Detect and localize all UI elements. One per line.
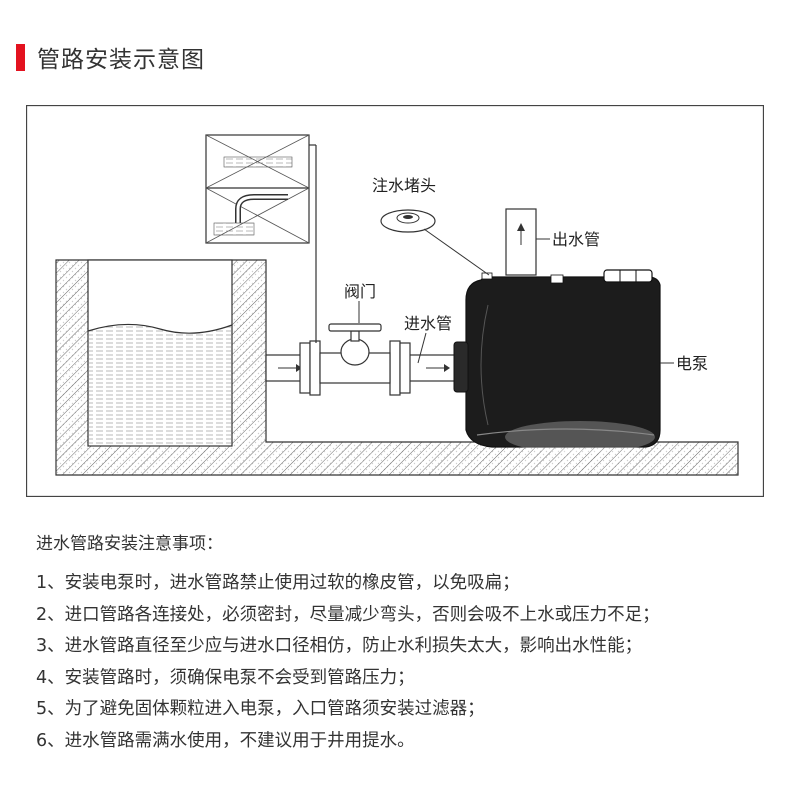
label-fill-plug: 注水堵头 — [372, 176, 436, 195]
inset-detail — [205, 134, 310, 244]
outlet-pipe — [505, 208, 537, 276]
notes-list: 1、安装电泵时，进水管路禁止使用过软的橡皮管，以免吸扁； 2、进口管路各连接处，… — [36, 568, 776, 757]
diagram-frame — [26, 105, 764, 497]
label-inlet-pipe: 进水管 — [404, 314, 452, 333]
valve — [319, 323, 391, 384]
tank-water — [87, 323, 233, 446]
label-outlet-pipe: 出水管 — [552, 230, 600, 249]
accent-bar — [16, 43, 25, 71]
note-item: 2、进口管路各连接处，必须密封，尽量减少弯头，否则会吸不上水或压力不足； — [36, 604, 660, 625]
installation-diagram: 注水堵头 出水管 阀门 进水管 电泵 — [26, 105, 764, 497]
fill-plug — [380, 209, 436, 233]
installation-notes: 进水管路安装注意事项： 1、安装电泵时，进水管路禁止使用过软的橡皮管，以免吸扁；… — [36, 531, 776, 757]
section-header: 管路安装示意图 — [16, 42, 205, 73]
note-item: 1、安装电泵时，进水管路禁止使用过软的橡皮管，以免吸扁； — [36, 573, 520, 593]
label-pump: 电泵 — [676, 354, 708, 373]
note-item: 4、安装管路时，须确保电泵不会受到管路压力； — [36, 667, 415, 688]
note-item: 3、进水管路直径至少应与进水口径相仿，防止水利损失太大，影响出水性能； — [36, 636, 643, 656]
notes-title: 进水管路安装注意事项： — [36, 534, 223, 554]
plug-leader-line — [423, 228, 490, 276]
pump — [453, 269, 661, 453]
inlet-leader-line — [417, 332, 427, 364]
note-item: 5、为了避免固体颗粒进入电泵，入口管路须安装过滤器； — [36, 699, 485, 719]
page-title: 管路安装示意图 — [37, 47, 205, 73]
note-item: 6、进水管路需满水使用，不建议用于井用提水。 — [36, 730, 415, 751]
label-valve: 阀门 — [344, 282, 376, 301]
